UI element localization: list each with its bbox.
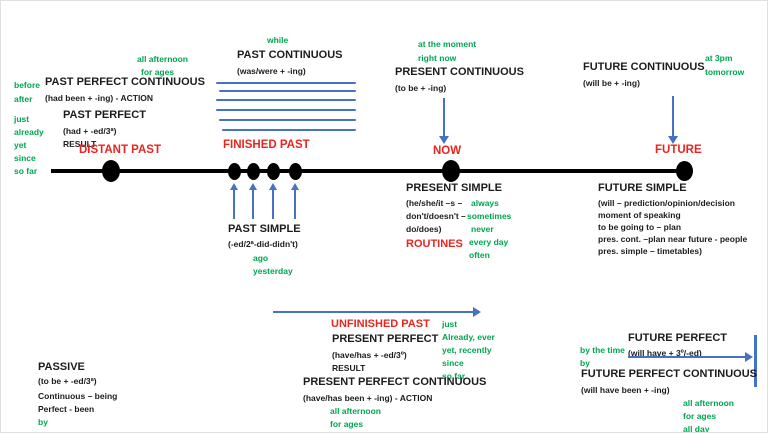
signal-word: Already, ever	[442, 332, 495, 342]
future-perfect-formula: (will have + 3º/-ed)	[628, 348, 702, 358]
timeline-dot-finished-past	[267, 163, 280, 180]
past-continuous-formula: (was/were + -ing)	[237, 66, 306, 76]
timeline-dot-future	[676, 161, 693, 181]
arrow-up-icon	[290, 183, 299, 219]
signal-word: by the time	[580, 345, 625, 355]
signal-word: since	[442, 358, 464, 368]
past-perfect-continuous-formula: (had been + -ing) - ACTION	[45, 93, 154, 103]
timeline-line	[51, 169, 691, 173]
arrow-up-icon	[229, 183, 238, 219]
duration-word: for ages	[683, 411, 717, 421]
future-simple-formula-line: pres. cont. –plan near future - people	[598, 234, 748, 244]
signal-word: yesterday	[253, 266, 293, 276]
signal-word: just	[442, 319, 458, 329]
signal-word: right now	[418, 53, 457, 63]
timeline-label-distant-past: DISTANT PAST	[79, 144, 161, 156]
passive-formula: (to be + -ed/3ª)	[38, 376, 97, 386]
routines-label: ROUTINES	[406, 238, 463, 250]
duration-word: all afternoon	[137, 54, 189, 64]
passive-note: Perfect - been	[38, 404, 95, 414]
signal-word: so far	[442, 371, 466, 381]
signal-word: just	[14, 114, 30, 124]
passive-title: PASSIVE	[38, 361, 85, 373]
past-continuous-title: PAST CONTINUOUS	[237, 49, 343, 61]
present-continuous-formula: (to be + -ing)	[395, 83, 447, 93]
past-perfect-title: PAST PERFECT	[63, 109, 146, 121]
future-simple-formula-line: (will – prediction/opinion/decision	[598, 198, 735, 208]
adverb-word: never	[471, 224, 494, 234]
adverb-word: often	[469, 250, 490, 260]
signal-word: yet, recently	[442, 345, 492, 355]
passive-note: Continuous – being	[38, 391, 118, 401]
present-perfect-continuous-title: PRESENT PERFECT CONTINUOUS	[303, 376, 487, 388]
signal-word: ago	[253, 253, 269, 263]
timeline-dot-distant-past	[102, 160, 120, 182]
signal-word: at the moment	[418, 39, 477, 49]
future-perfect-continuous-formula: (will have been + -ing)	[581, 385, 670, 395]
timeline-dot-finished-past	[228, 163, 241, 180]
end-bar-icon	[754, 335, 757, 387]
duration-line-icon	[219, 119, 356, 121]
timeline-dot-finished-past	[247, 163, 260, 180]
duration-line-icon	[216, 82, 356, 84]
duration-line-icon	[219, 90, 356, 92]
future-perfect-continuous-title: FUTURE PERFECT CONTINUOUS	[581, 368, 757, 380]
present-perfect-note: RESULT	[332, 363, 366, 373]
signal-word: yet	[14, 140, 27, 150]
present-simple-title: PRESENT SIMPLE	[406, 182, 502, 194]
arrow-right-icon	[273, 307, 481, 317]
signal-word: at 3pm	[705, 53, 733, 63]
signal-word: by	[38, 417, 48, 427]
future-simple-formula-line: pres. simple – timetables)	[598, 246, 702, 256]
present-perfect-formula: (have/has + -ed/3º)	[332, 350, 407, 360]
future-simple-formula-line: moment of speaking	[598, 210, 681, 220]
arrow-down-icon	[439, 98, 449, 144]
future-simple-formula-line: to be going to – plan	[598, 222, 682, 232]
duration-word: all day	[683, 424, 710, 433]
timeline-dot-now	[442, 160, 460, 182]
signal-word: while	[267, 35, 289, 45]
future-simple-title: FUTURE SIMPLE	[598, 182, 687, 194]
signal-word: already	[14, 127, 44, 137]
signal-word: tomorrow	[705, 67, 745, 77]
present-simple-formula-line: do/does)	[406, 224, 442, 234]
timeline-label-finished-past: FINISHED PAST	[223, 139, 310, 151]
adverb-word: sometimes	[467, 211, 512, 221]
present-perfect-title: PRESENT PERFECT	[332, 333, 439, 345]
unfinished-past-label: UNFINISHED PAST	[331, 318, 430, 330]
arrow-right-icon	[628, 352, 753, 362]
duration-word: for ages	[330, 419, 364, 429]
signal-word: so far	[14, 166, 38, 176]
signal-word: since	[14, 153, 36, 163]
duration-word: for ages	[141, 67, 175, 77]
signal-word: before	[14, 80, 40, 90]
signal-word: after	[14, 94, 33, 104]
duration-word: all afternoon	[330, 406, 382, 416]
duration-line-icon	[216, 109, 356, 111]
past-simple-formula: (-ed/2ª-did-didn't)	[228, 239, 298, 249]
future-continuous-title: FUTURE CONTINUOUS	[583, 61, 705, 73]
past-perfect-note: RESULT	[63, 139, 97, 149]
present-continuous-title: PRESENT CONTINUOUS	[395, 66, 524, 78]
past-perfect-formula: (had + -ed/3ª)	[63, 126, 117, 136]
future-perfect-title: FUTURE PERFECT	[628, 332, 727, 344]
past-perfect-continuous-title: PAST PERFECT CONTINUOUS	[45, 76, 205, 88]
timeline-label-future: FUTURE	[655, 144, 702, 156]
arrow-down-icon	[668, 96, 678, 144]
arrow-up-icon	[248, 183, 257, 219]
present-simple-formula-line: (he/she/it –s –	[406, 198, 463, 208]
present-simple-formula-line: don't/doesn't –	[406, 211, 466, 221]
signal-word: by	[580, 358, 590, 368]
timeline-dot-finished-past	[289, 163, 302, 180]
duration-word: all afternoon	[683, 398, 735, 408]
duration-line-icon	[216, 99, 356, 101]
adverb-word: always	[471, 198, 499, 208]
future-continuous-formula: (will be + -ing)	[583, 78, 640, 88]
past-simple-title: PAST SIMPLE	[228, 223, 301, 235]
timeline-label-now: NOW	[433, 145, 462, 157]
adverb-word: every day	[469, 237, 509, 247]
duration-line-icon	[222, 129, 356, 131]
arrow-up-icon	[268, 183, 277, 219]
present-perfect-continuous-formula: (have/has been + -ing) - ACTION	[303, 393, 433, 403]
